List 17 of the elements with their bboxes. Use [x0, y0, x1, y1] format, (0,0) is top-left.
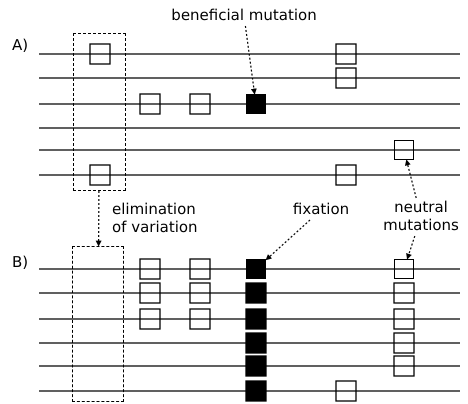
arrow [96, 191, 102, 247]
annotation-text: fixation [292, 200, 350, 218]
annotation-text: neutral mutations [382, 198, 460, 234]
selection-window [73, 33, 126, 191]
arrow [266, 220, 310, 260]
arrow [404, 159, 417, 198]
panel-label: B) [12, 253, 28, 271]
panel-label: A) [12, 36, 28, 54]
beneficial-mutation-marker [246, 259, 266, 279]
beneficial-mutation-marker [246, 94, 266, 114]
annotation-text: beneficial mutation [170, 6, 318, 24]
mutation-marker [394, 140, 414, 160]
arrow [244, 26, 257, 95]
mutation-marker [394, 259, 414, 279]
arrow [406, 236, 416, 260]
edge-label: elimination of variation [112, 200, 199, 236]
selection-window [72, 246, 124, 402]
